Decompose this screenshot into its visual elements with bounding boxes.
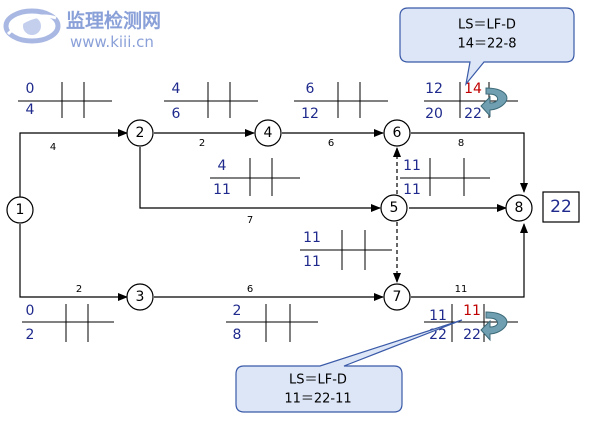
early-finish-2-5: 11: [213, 182, 231, 198]
callout-top-calculation: 14＝22-8: [457, 37, 516, 52]
callout-top: LS＝LF-D 14＝22-8: [399, 7, 575, 87]
edge-2-5: [139, 147, 381, 212]
time-grid-1-3: 0 2: [22, 303, 114, 343]
durations: 4 2 2 7 6 6 8 11: [50, 138, 468, 295]
edge-7-8: [411, 223, 528, 298]
late-finish-7-8: 22: [463, 327, 481, 343]
node-3: 3: [126, 283, 154, 311]
watermark-url: www.kiii.cn: [70, 33, 154, 51]
duration-3-7: 6: [247, 284, 253, 295]
early-start-6-8: 12: [425, 81, 443, 97]
edge-1-3: [19, 224, 128, 301]
late-start-6-8: 14: [464, 81, 482, 97]
time-grid-5-7: 11 11: [300, 230, 392, 270]
time-grid-3-7: 2 8: [226, 303, 318, 343]
edge-6-8: [411, 132, 528, 193]
duration-4-6: 6: [328, 138, 334, 149]
callout-bottom: LS＝LF-D 11＝22-11: [235, 319, 463, 413]
time-grids: 0 4 4 6 6 12 12 20 14 22: [18, 81, 518, 343]
node-2: 2: [126, 119, 154, 147]
node-4: 4: [254, 119, 282, 147]
duration-6-8: 8: [458, 138, 464, 149]
early-finish-5-8: 11: [403, 182, 421, 198]
early-start-5-8: 11: [403, 158, 421, 174]
time-grid-1-2: 0 4: [18, 81, 112, 118]
node-label-4: 4: [264, 125, 273, 141]
early-finish-2-4: 6: [172, 106, 181, 122]
late-start-7-8: 11: [463, 303, 481, 319]
curl-arrow-icon: [480, 87, 508, 118]
callout-top-formula: LS＝LF-D: [458, 18, 516, 33]
duration-2-5: 7: [247, 215, 253, 226]
node-8: 8: [505, 194, 533, 222]
node-label-8: 8: [515, 200, 524, 216]
watermark-title: 监理检测网: [66, 9, 161, 32]
node-7: 7: [383, 283, 411, 311]
time-grid-2-4: 4 6: [164, 81, 258, 122]
node-5: 5: [380, 194, 408, 222]
node-label-2: 2: [136, 125, 145, 141]
time-grid-6-8: 12 20 14 22: [424, 81, 518, 122]
early-finish-1-3: 2: [26, 327, 35, 343]
watermark: 监理检测网 www.kiii.cn: [3, 8, 161, 51]
edges: [19, 129, 528, 301]
eye-logo-icon: [3, 8, 61, 44]
node-1: 1: [6, 196, 34, 224]
node-label-1: 1: [16, 202, 25, 218]
time-grid-2-5: 4 11: [210, 158, 300, 198]
early-start-3-7: 2: [233, 303, 242, 319]
early-finish-4-6: 12: [301, 106, 319, 122]
early-finish-6-8: 20: [425, 106, 443, 122]
late-finish-6-8: 22: [464, 106, 482, 122]
node-6: 6: [383, 119, 411, 147]
early-finish-3-7: 8: [233, 327, 242, 343]
duration-7-8: 11: [455, 284, 468, 295]
early-finish-5-7: 11: [303, 254, 321, 270]
early-start-1-3: 0: [26, 303, 35, 319]
early-start-2-5: 4: [218, 158, 227, 174]
total-duration-value: 22: [550, 197, 572, 217]
early-start-5-7: 11: [303, 230, 321, 246]
early-finish-1-2: 4: [26, 102, 35, 118]
curl-arrow-icon: [480, 311, 508, 342]
time-grid-4-6: 6 12: [294, 81, 388, 122]
node-label-3: 3: [136, 289, 145, 305]
early-start-4-6: 6: [306, 81, 315, 97]
curl-arrows: [480, 87, 508, 342]
duration-2-4: 2: [199, 138, 205, 149]
nodes: 1 2 3 4 5 6 7 8: [6, 119, 533, 311]
callout-bottom-formula: LS＝LF-D: [289, 373, 347, 388]
time-grid-5-8: 11 11: [400, 158, 490, 198]
early-start-1-2: 0: [26, 81, 35, 97]
early-start-2-4: 4: [172, 81, 181, 97]
early-start-7-8: 11: [429, 308, 447, 324]
duration-1-3: 2: [76, 284, 82, 295]
duration-1-2: 4: [50, 142, 56, 153]
edge-1-2: [19, 129, 128, 197]
callout-bottom-calculation: 11＝22-11: [284, 392, 351, 407]
node-label-6: 6: [393, 125, 402, 141]
node-label-5: 5: [390, 200, 399, 216]
node-label-7: 7: [393, 289, 402, 305]
total-duration-box: 22: [542, 191, 580, 223]
